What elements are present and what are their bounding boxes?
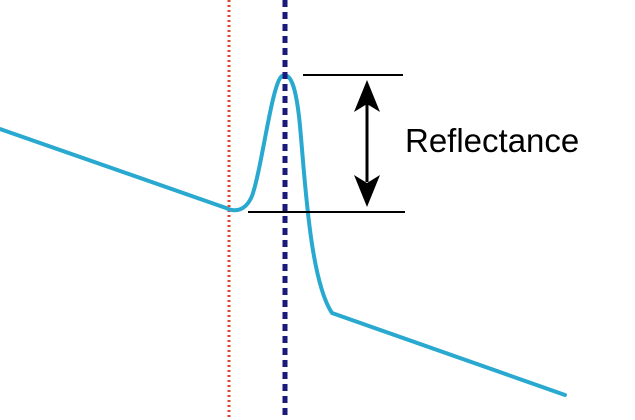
double-arrow-icon (354, 80, 380, 207)
arrow-head-down (354, 175, 380, 207)
reflectance-label: Reflectance (405, 122, 579, 159)
arrow-head-up (354, 80, 380, 112)
